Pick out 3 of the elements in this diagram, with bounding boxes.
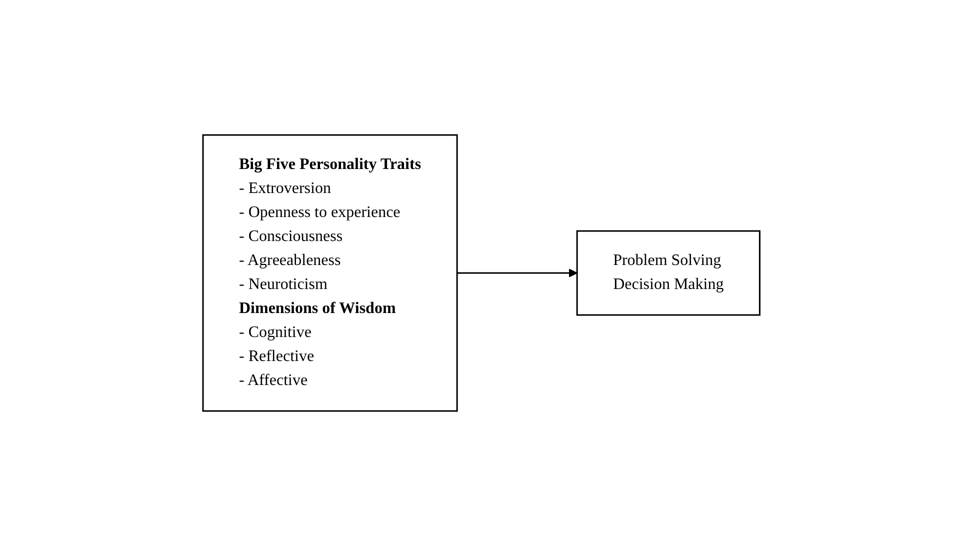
arrow xyxy=(457,268,578,277)
node-box: Big Five Personality Traits - Extroversion - Openness to experience - Consciousness - Agreeableness - Neuroticism Dimensions of Wisdom - Cognitive - Reflective - Affective xyxy=(202,134,458,412)
node-box: Problem Solving Decision Making xyxy=(576,230,761,316)
